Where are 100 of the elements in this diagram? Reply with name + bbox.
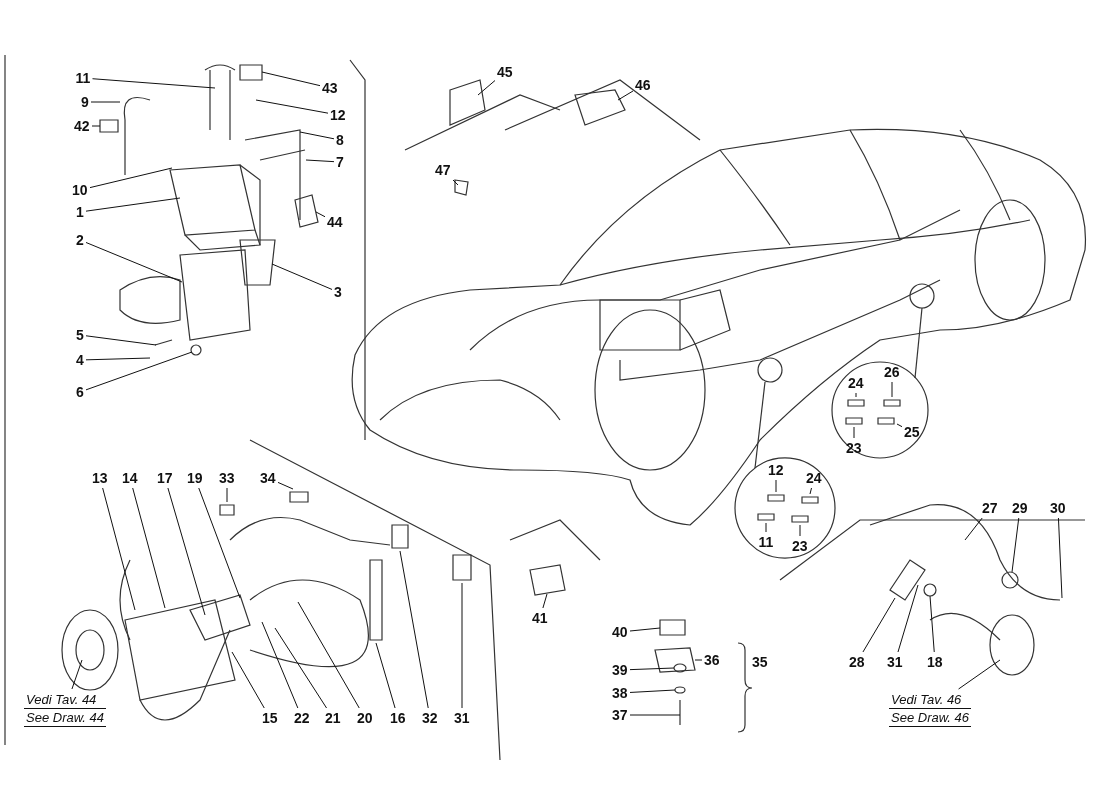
callout-number: 47	[435, 162, 451, 178]
callout-number: 45	[497, 64, 513, 80]
callout-number: 14	[122, 470, 138, 486]
callout-number: 12	[768, 462, 784, 478]
callout-number: 34	[260, 470, 276, 486]
callout-number: 30	[1050, 500, 1066, 516]
callout-number: 10	[72, 182, 88, 198]
callout-number: 16	[390, 710, 406, 726]
callout-number: 6	[76, 384, 84, 400]
callout-number: 17	[157, 470, 173, 486]
leader-line	[629, 667, 675, 671]
leader-line	[1011, 517, 1020, 573]
callout-number: 24	[848, 375, 864, 391]
callout-number: 39	[612, 662, 628, 678]
callout-number: 38	[612, 685, 628, 701]
callout-number: 25	[904, 424, 920, 440]
callout-number: 5	[76, 327, 84, 343]
leader-line	[132, 487, 166, 609]
leader-line	[85, 335, 157, 346]
leader-line	[629, 714, 681, 716]
callout-number: 37	[612, 707, 628, 723]
leader-line	[862, 597, 896, 653]
leader-line	[85, 351, 193, 391]
leader-line	[891, 381, 893, 398]
reference-note: Vedi Tav. 44	[24, 691, 107, 709]
callout-number: 42	[74, 118, 90, 134]
leader-line	[452, 179, 459, 186]
leader-line	[261, 71, 321, 87]
reference-note: See Draw. 46	[889, 709, 972, 727]
leader-line	[399, 550, 429, 709]
callout-number: 11	[758, 534, 774, 550]
callout-number: 24	[806, 470, 822, 486]
callout-number: 23	[792, 538, 808, 554]
leader-line	[71, 659, 83, 690]
leader-line	[461, 582, 463, 709]
leader-line	[297, 601, 360, 709]
reference-note: Vedi Tav. 46	[889, 691, 972, 709]
leader-line	[964, 517, 983, 541]
leader-line	[694, 659, 703, 661]
leader-line	[629, 689, 676, 693]
callout-number: 9	[81, 94, 89, 110]
leader-line	[305, 159, 335, 163]
callout-number: 12	[330, 107, 346, 123]
callout-number: 46	[635, 77, 651, 93]
leader-line	[277, 481, 294, 490]
leader-line	[85, 197, 181, 212]
leader-line	[958, 659, 1001, 690]
leader-line	[231, 651, 265, 709]
leader-line	[629, 627, 661, 632]
leader-line	[85, 241, 183, 283]
callout-number: 26	[884, 364, 900, 380]
leader-line	[375, 642, 396, 709]
leader-line	[226, 487, 228, 503]
callout-number: 2	[76, 232, 84, 248]
leader-line	[477, 80, 496, 96]
callout-number: 35	[752, 654, 768, 670]
callout-number: 22	[294, 710, 310, 726]
callout-number: 20	[357, 710, 373, 726]
leader-line	[102, 487, 136, 611]
reference-note: See Draw. 44	[24, 709, 107, 727]
leader-line	[167, 487, 206, 616]
callout-number: 13	[92, 470, 108, 486]
callout-number: 7	[336, 154, 344, 170]
leader-line	[255, 99, 329, 114]
leader-line	[897, 584, 919, 653]
callout-number: 21	[325, 710, 341, 726]
callout-number: 8	[336, 132, 344, 148]
callout-number: 29	[1012, 500, 1028, 516]
callout-number: 11	[75, 70, 91, 86]
leader-line	[799, 524, 801, 537]
leader-line	[896, 423, 903, 428]
leader-line	[198, 487, 241, 599]
leader-line	[853, 426, 855, 439]
leader-line	[1057, 517, 1063, 599]
callout-number: 4	[76, 352, 84, 368]
callout-number: 19	[187, 470, 203, 486]
leader-line	[89, 167, 173, 189]
callout-number: 33	[219, 470, 235, 486]
leader-line	[929, 595, 935, 653]
callout-number: 31	[454, 710, 470, 726]
callout-number: 41	[532, 610, 548, 626]
callout-number: 43	[322, 80, 338, 96]
leader-line	[617, 90, 634, 101]
leader-line	[271, 263, 333, 290]
leader-line	[765, 522, 767, 533]
leader-line	[261, 621, 299, 709]
callout-number: 40	[612, 624, 628, 640]
leader-line	[299, 131, 335, 140]
callout-number: 1	[76, 204, 84, 220]
callout-number: 31	[887, 654, 903, 670]
callout-number: 3	[334, 284, 342, 300]
callout-number: 27	[982, 500, 998, 516]
leader-line	[315, 211, 326, 218]
leader-line	[775, 479, 777, 493]
callout-number: 44	[327, 214, 343, 230]
callout-number: 18	[927, 654, 943, 670]
leader-line	[91, 125, 101, 127]
callout-number: 28	[849, 654, 865, 670]
leader-line	[855, 392, 857, 398]
leader-line	[85, 357, 151, 361]
